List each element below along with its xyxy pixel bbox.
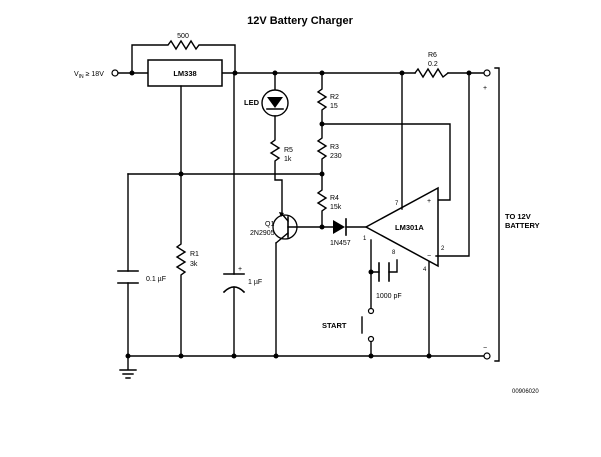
r1-value: 3k <box>190 261 198 268</box>
r6-value: 0.2 <box>428 61 438 68</box>
battery-label-line1: TO 12V <box>505 212 531 221</box>
opamp-pin8: 8 <box>392 250 396 256</box>
r2-r3-r4-chain <box>316 72 328 228</box>
led-triangle <box>267 97 283 108</box>
start-contact-bottom <box>367 335 375 343</box>
battery-plus-terminal <box>483 69 491 77</box>
r4-value: 15k <box>330 204 342 211</box>
plus-input-wire <box>321 123 451 201</box>
battery-minus-sign: − <box>483 345 487 352</box>
battery-label-line2: BATTERY <box>505 221 540 230</box>
battery-bracket <box>494 67 500 362</box>
q1-name: Q1 <box>265 221 274 228</box>
opamp-pin4: 4 <box>423 267 427 273</box>
led-label: LED <box>244 98 260 107</box>
junction-dots <box>125 70 472 359</box>
r4-name: R4 <box>330 195 339 202</box>
opamp-minus-wire <box>435 72 470 257</box>
start-label: START <box>322 321 347 330</box>
c01-capacitor <box>117 270 139 284</box>
r6-resistor <box>414 67 449 79</box>
opamp-pin7: 7 <box>395 201 399 207</box>
diode-label: 1N457 <box>330 240 351 247</box>
bypass-resistor-label: 500 <box>177 33 189 40</box>
battery-minus-terminal <box>483 352 491 360</box>
bypass-resistor-500 <box>131 39 236 74</box>
q1-leads <box>275 213 334 244</box>
opamp-minus: − <box>427 253 431 260</box>
r2-name: R2 <box>330 94 339 101</box>
battery-plus-sign: + <box>483 85 487 92</box>
c1u-label: 1 µF <box>248 279 262 286</box>
opamp-pin1: 1 <box>363 236 367 242</box>
start-contact-top <box>367 307 375 315</box>
c01-label: 0.1 µF <box>146 276 166 283</box>
ground-symbol <box>119 355 137 379</box>
c1u-curved-plate <box>222 286 246 294</box>
r5-resistor <box>269 115 283 215</box>
document-id: 00906020 <box>512 389 539 395</box>
r1-resistor <box>175 173 187 357</box>
opamp-pin2: 2 <box>441 246 445 252</box>
q1-emitter-arrow <box>279 212 284 217</box>
opamp-label: LM301A <box>395 223 424 232</box>
c1000-label: 1000 pF <box>376 293 402 300</box>
input-voltage-label: VIN ≥ 18V <box>74 71 104 80</box>
c1000-wires <box>370 259 398 273</box>
lm338-regulator <box>147 59 223 87</box>
input-terminal <box>111 69 119 77</box>
r1-name: R1 <box>190 251 199 258</box>
r2-value: 15 <box>330 103 338 110</box>
c1u-polarity: + <box>238 266 242 273</box>
lm338-label: LM338 <box>173 69 196 78</box>
q1-part: 2N2905 <box>250 230 275 237</box>
r3-name: R3 <box>330 144 339 151</box>
diode-1n457 <box>333 220 345 234</box>
diagram-title: 12V Battery Charger <box>247 15 353 27</box>
c1000-capacitor <box>378 262 390 282</box>
r5-value: 1k <box>284 156 292 163</box>
r5-name: R5 <box>284 147 293 154</box>
r3-value: 230 <box>330 153 342 160</box>
r6-name: R6 <box>428 52 437 59</box>
opamp-plus: + <box>427 198 431 205</box>
